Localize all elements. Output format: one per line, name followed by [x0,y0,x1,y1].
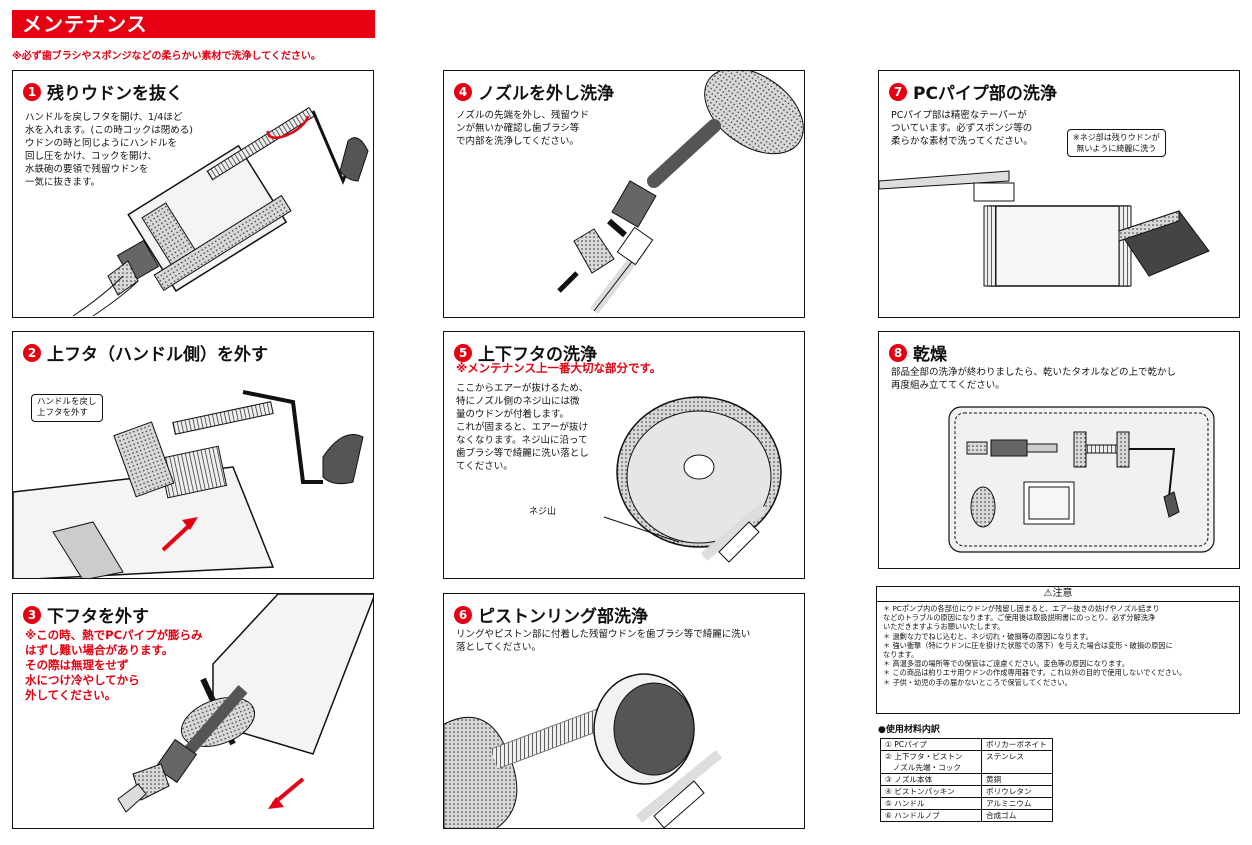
nozzle-illustration [557,71,804,315]
table-row: ③ ノズル本体 黄銅 [880,773,1053,786]
material-part: ① PCパイプ [880,738,982,751]
panel-text: ハンドルを戻しフタを開け、1/4ほど 水を入れます。(この時コックは閉める) ウ… [25,112,193,188]
panel-heading: 7 PCパイプ部の洗浄 [889,79,1057,104]
lid-illustration [603,396,782,563]
drying-illustration [948,406,1215,553]
panel-step-4: 4 ノズルを外し洗浄 ノズルの先端を外し、残留ウド ンが無いか確認し歯ブラシ等 … [443,70,805,318]
panel-heading: 4 ノズルを外し洗浄 [454,79,614,104]
panel-warning-text: ※この時、熱でPCパイプが膨らみ はずし難い場合があります。 その際は無理をせず… [25,628,203,702]
table-row: ① PCパイプ ポリカーボネイト [880,738,1053,751]
step-number-badge: 5 [454,343,472,362]
caution-box: ⚠注意 ＊ PCポンプ内の各部位にウドンが残留し固まると、エアー抜きの妨げやノズ… [876,586,1240,714]
panel-subtitle: ※メンテナンス上一番大切な部分です。 [456,361,662,375]
panel-title: 下フタを外す [47,607,149,627]
pump-illustration-1 [72,106,369,317]
table-row: ⑤ ハンドル アルミニウム [880,797,1053,810]
panel-title: 上下フタの洗浄 [478,345,597,365]
panel-heading: 5 上下フタの洗浄 [454,340,597,365]
panel-step-8: 8 乾燥 部品全部の洗浄が終わりましたら、乾いたタオルなどの上で乾かし 再度組み… [878,331,1240,569]
material-name: 黄銅 [981,773,1053,786]
panel-heading: 3 下フタを外す [23,602,149,627]
thread-label: ネジ山 [529,507,557,517]
pump-illustration-3 [117,594,373,813]
material-name: ステンレス [981,750,1053,774]
piston-illustration [444,673,723,828]
material-part: ⑥ ハンドルノブ [880,809,982,822]
panel-heading: 2 上フタ（ハンドル側）を外す [23,340,268,365]
step-number-badge: 1 [23,82,41,101]
material-name: 合成ゴム [981,809,1053,822]
material-name: ポリウレタン [981,785,1053,798]
step-2-callout: ハンドルを戻し 上フタを外す [31,394,103,422]
material-part: ③ ノズル本体 [880,773,982,786]
pump-illustration-2 [13,390,364,578]
material-name: アルミニウム [981,797,1053,810]
step-number-badge: 6 [454,605,472,624]
panel-step-1: 1 残りウドンを抜く ハンドルを戻しフタを開け、1/4ほど 水を入れます。(この… [12,70,374,318]
panel-step-2: 2 上フタ（ハンドル側）を外す ハンドルを戻し 上フタを外す [12,331,374,579]
panel-step-5: 5 上下フタの洗浄 ※メンテナンス上一番大切な部分です。 ここからエアーが抜ける… [443,331,805,579]
pipe-illustration [879,170,1210,287]
caution-line: ＊ 子供・幼児の手の届かないところで保管してください。 [883,677,1072,687]
panel-title: ノズルを外し洗浄 [478,84,614,104]
page-subtitle: ※必ず歯ブラシやスポンジなどの柔らかい素材で洗浄してください。 [12,51,321,62]
step-number-badge: 3 [23,605,41,624]
caution-line: ＊ PCポンプ内の各部位にウドンが残留し固まると、エアー抜きの妨げやノズル詰まり [883,604,1160,613]
panel-step-3: 3 下フタを外す ※この時、熱でPCパイプが膨らみ はずし難い場合があります。 … [12,593,374,829]
panel-text: リングやピストン部に付着した残留ウドンを歯ブラシ等で綺麗に洗い 落としてください… [456,629,751,653]
caution-line: などのトラブルの原因になります。ご使用後は取扱説明書にのっとり、必ず分解洗浄 [883,613,1156,623]
panel-title: 残りウドンを抜く [47,84,183,104]
caution-line: ＊ この商品は約りエサ用ウドンの作成専用器です。これ以外の目的で使用しないでくだ… [883,668,1187,678]
material-part: ④ ピストンパッキン [880,785,982,798]
step-number-badge: 2 [23,343,41,362]
materials-table: ① PCパイプ ポリカーボネイト ② 上下フタ・ピストン ノズル先端・コック ス… [880,738,1053,822]
panel-text: 部品全部の洗浄が終わりましたら、乾いたタオルなどの上で乾かし 再度組み立ててくだ… [891,367,1177,391]
panel-text: ノズルの先端を外し、残留ウド ンが無いか確認し歯ブラシ等 で内部を洗浄してくださ… [456,110,590,147]
page-title: メンテナンス [12,10,375,38]
material-part: ② 上下フタ・ピストン ノズル先端・コック [880,750,982,774]
panel-title: ピストンリング部洗浄 [478,607,648,627]
panel-title: 上フタ（ハンドル側）を外す [47,345,268,365]
step-number-badge: 7 [889,82,907,101]
step-number-badge: 8 [889,343,907,362]
panel-text: PCパイプ部は精密なテーパーが ついています。必ずスポンジ等の 柔らかな素材で洗… [891,110,1033,147]
table-row: ⑥ ハンドルノブ 合成ゴム [880,809,1053,822]
panel-heading: 1 残りウドンを抜く [23,79,183,104]
material-part: ⑤ ハンドル [880,797,982,810]
step-number-badge: 4 [454,82,472,101]
panel-title: PCパイプ部の洗浄 [913,84,1057,104]
caution-title: ⚠注意 [877,587,1239,602]
table-row: ② 上下フタ・ピストン ノズル先端・コック ステンレス [880,750,1053,774]
panel-heading: 8 乾燥 [889,340,947,365]
caution-line: いただきますようお願いいたします。 [883,622,1005,632]
materials-title: ●使用材料内訳 [878,725,940,735]
caution-line: ＊ 強い衝撃（特にウドンに圧を掛けた状態での落下）を与えた場合は変形・破損の原因… [883,640,1173,650]
table-row: ④ ピストンパッキン ポリウレタン [880,785,1053,798]
panel-heading: 6 ピストンリング部洗浄 [454,602,648,627]
panel-step-7: 7 PCパイプ部の洗浄 PCパイプ部は精密なテーパーが ついています。必ずスポン… [878,70,1240,318]
caution-line: ＊ 高温多湿の場所等での保管はご遠慮ください。変色等の原因になります。 [883,659,1129,669]
material-name: ポリカーボネイト [981,738,1053,751]
panel-text: ここからエアーが抜けるため、 特にノズル側のネジ山には微 量のウドンが付着します… [456,383,589,472]
panel-step-6: 6 ピストンリング部洗浄 リングやピストン部に付着した残留ウドンを歯ブラシ等で綺… [443,593,805,829]
panel-title: 乾燥 [913,345,947,365]
step-7-callout: ※ネジ部は残りウドンが 無いように綺麗に洗う [1067,129,1166,157]
caution-line: ＊ 過剰な力でねじ込むと、ネジ切れ・破損等の原因になります。 [883,631,1093,641]
caution-line: なります。 [883,650,919,660]
